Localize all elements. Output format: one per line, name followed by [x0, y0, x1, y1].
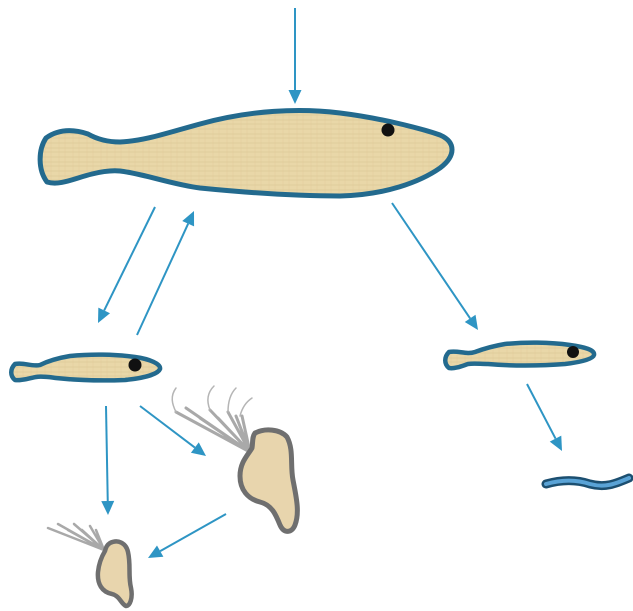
arrow-large-particle-to-small-particle [148, 514, 226, 558]
small-particle-icon [48, 524, 132, 606]
arrow-input-to-large-fish-head [289, 90, 302, 104]
small-particle-body [98, 541, 132, 606]
arrow-small-fish-left-to-small-particle-head [101, 501, 114, 515]
large-fish-eye [382, 124, 395, 137]
arrow-large-particle-to-small-particle-shaft [160, 514, 226, 551]
small-fish-right-eye [567, 346, 579, 358]
large-particle-icon [172, 386, 297, 531]
arrow-large-fish-to-small-fish-right-head [465, 315, 478, 330]
arrow-small-fish-right-to-worm-shaft [527, 384, 556, 439]
large-fish-icon [40, 111, 452, 196]
arrows-group [98, 8, 562, 558]
large-particle-tail [176, 408, 250, 452]
arrow-large-fish-to-small-fish-right [392, 203, 478, 330]
arrow-small-fish-left-to-large-fish-shaft [137, 224, 188, 335]
large-fish-body [40, 111, 452, 196]
arrow-small-fish-left-to-large-particle-head [191, 442, 206, 456]
arrow-small-fish-left-to-small-particle-shaft [106, 406, 108, 501]
arrow-small-fish-right-to-worm [527, 384, 562, 451]
arrow-large-fish-to-small-fish-right-shaft [392, 203, 470, 318]
worm-icon [546, 478, 629, 486]
small-fish-left-eye [129, 359, 142, 372]
arrow-input-to-large-fish [289, 8, 302, 104]
arrow-small-fish-left-to-large-fish [137, 211, 194, 335]
small-fish-left-icon [11, 355, 160, 381]
arrow-large-fish-to-small-fish-left [98, 207, 155, 323]
small-fish-right-icon [445, 343, 594, 369]
arrow-small-fish-left-to-large-particle-shaft [140, 406, 195, 448]
arrow-large-fish-to-small-fish-left-shaft [104, 207, 155, 310]
arrow-small-fish-left-to-small-particle [101, 406, 114, 515]
small-particle-tail [48, 524, 104, 550]
